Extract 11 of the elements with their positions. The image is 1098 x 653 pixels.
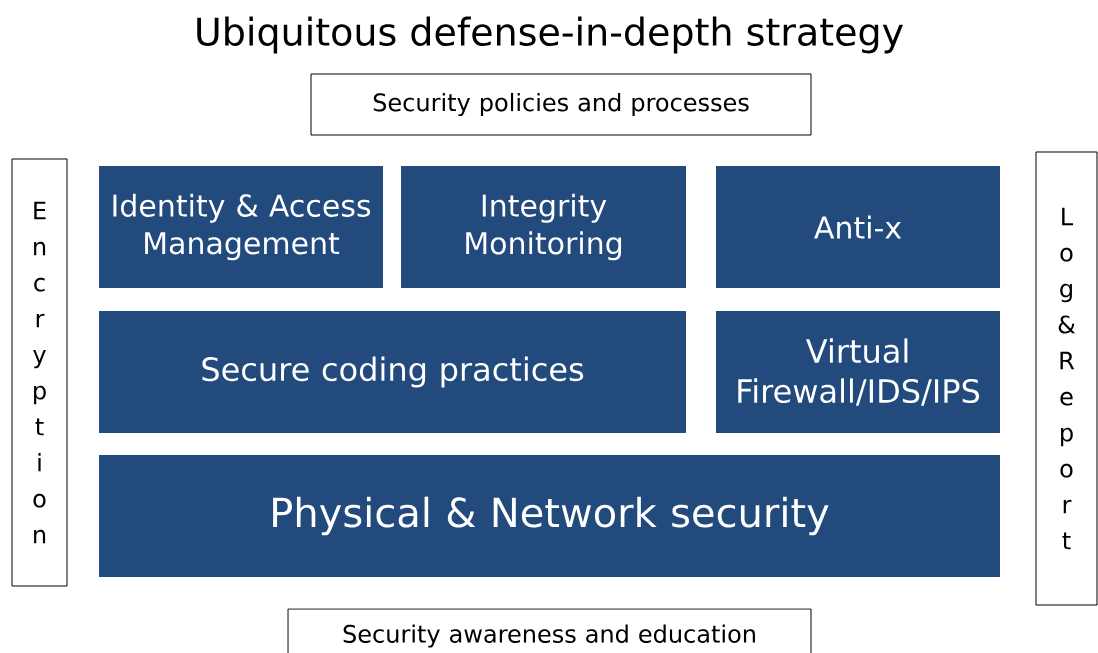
title: Ubiquitous defense-in-depth strategy xyxy=(197,16,903,54)
layer-box: Secure coding practices xyxy=(99,311,686,433)
layer-box: Virtual Firewall/IDS/IPS xyxy=(716,311,1000,433)
label-box: Security policies and processes xyxy=(310,73,812,136)
layer-box: Integrity Monitoring xyxy=(401,166,686,288)
label-box: Security awareness and education xyxy=(287,608,812,653)
vertical-label-box: Log & Report xyxy=(1035,151,1098,606)
layer-box: Identity & Access Management xyxy=(99,166,383,288)
layer-box: Physical & Network security xyxy=(99,455,1000,577)
vertical-label-box: Encryption xyxy=(11,158,68,587)
layer-box: Anti-x xyxy=(716,166,1000,288)
